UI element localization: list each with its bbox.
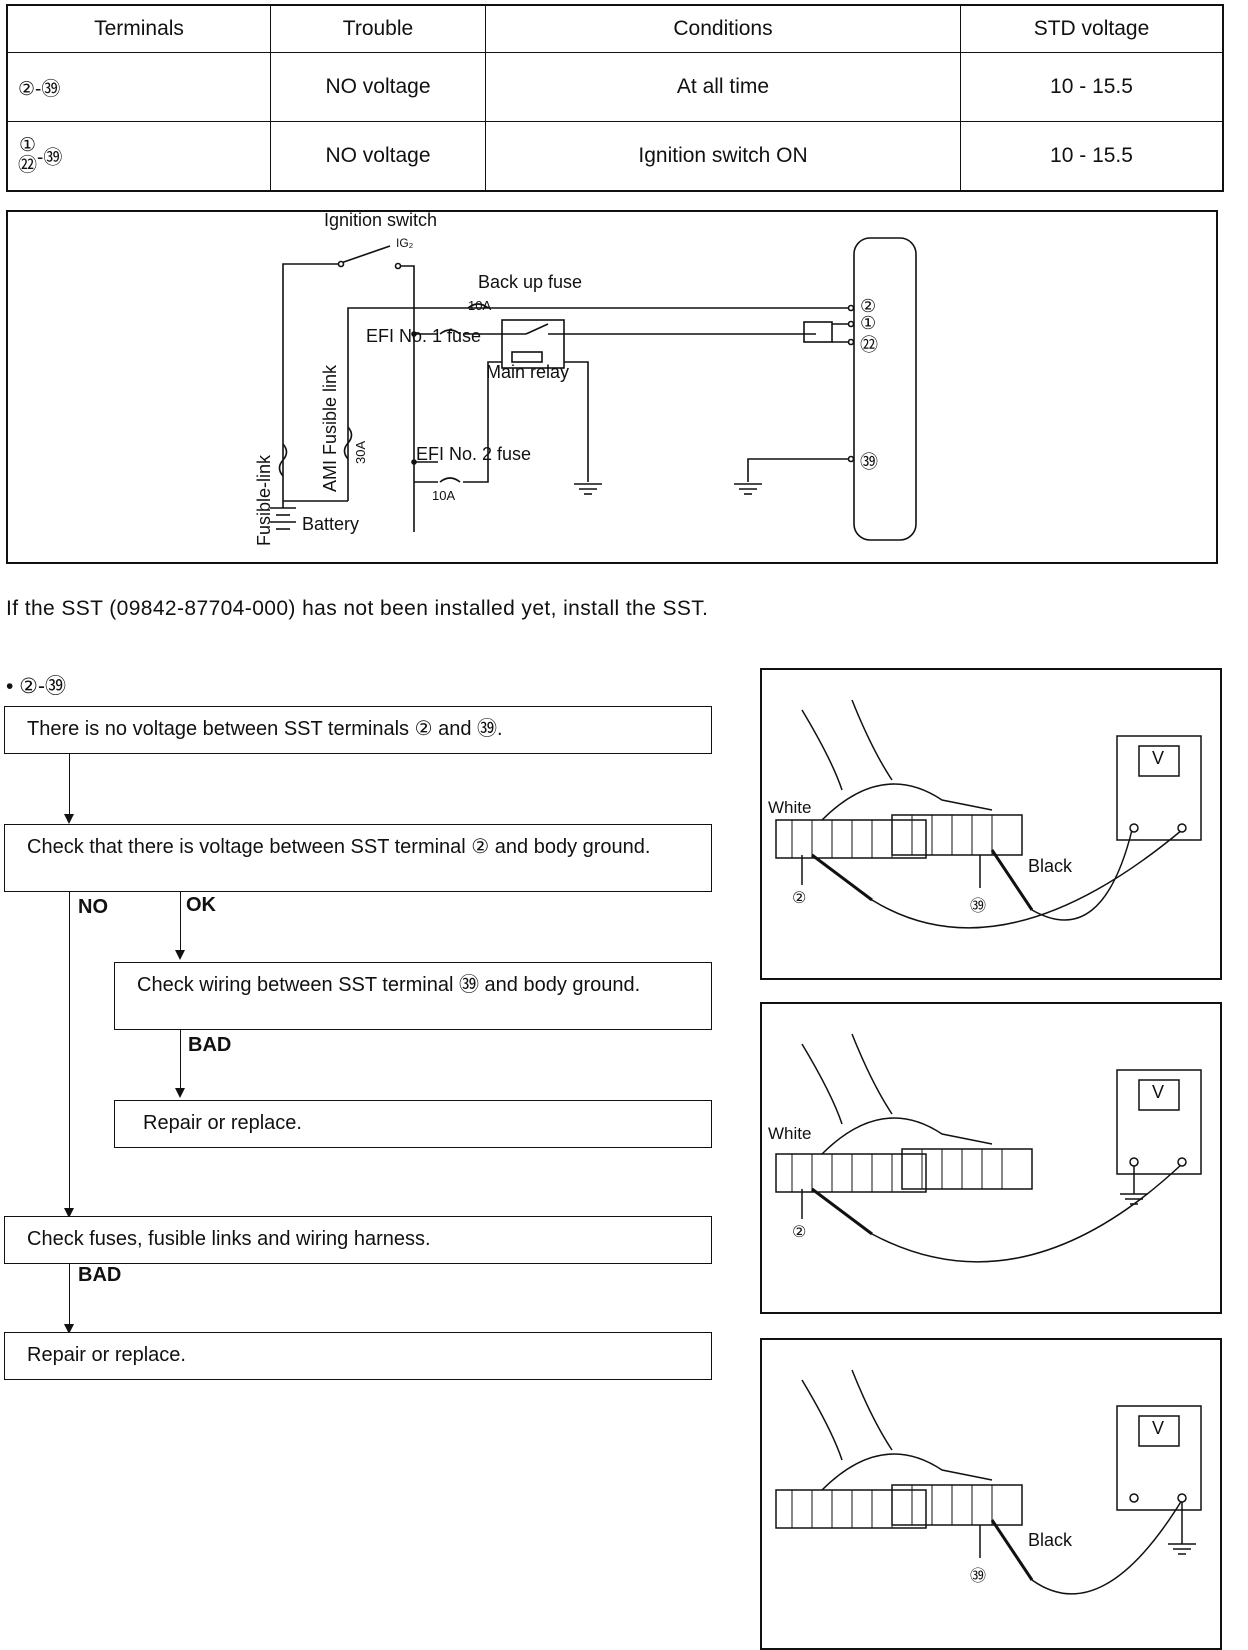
label-efi1-fuse: EFI No. 1 fuse [366, 326, 482, 346]
table-row: ②-㊴ NO voltage At all time 10 - 15.5 [6, 52, 1224, 122]
label-efi2-fuse: EFI No. 2 fuse [416, 444, 532, 464]
illustration-measure-39-ground: Black V ㊴ [760, 1338, 1222, 1650]
label-battery: Battery [302, 514, 360, 534]
cell-trouble: NO voltage [270, 121, 486, 192]
pin-1: ① [860, 313, 877, 333]
header-conditions: Conditions [485, 4, 961, 53]
flow-step-5: Check fuses, fusible links and wiring ha… [4, 1216, 712, 1264]
circuit-drawing [270, 237, 917, 541]
terminal-bottom: ㉒ [18, 155, 38, 176]
meter-symbol: V [1152, 748, 1165, 768]
table-row: ① ㉒ -㊴ NO voltage Ignition switch ON 10 … [6, 121, 1224, 192]
label-bad: BAD [188, 1034, 232, 1056]
cell-terminals: ②-㊴ [6, 52, 271, 122]
pin-label: ㊴ [970, 898, 987, 915]
illustration-measure-2-39: White Black V ② ㊴ [760, 668, 1222, 980]
label-bad: BAD [78, 1264, 122, 1286]
label-white: White [768, 798, 812, 817]
flow-connector [69, 754, 70, 816]
section-heading: • ②-㊴ [6, 675, 67, 698]
label-no: NO [78, 896, 108, 918]
label-black: Black [1028, 1530, 1073, 1550]
intro-text: If the SST (09842-87704-000) has not bee… [6, 597, 709, 620]
flow-connector [180, 892, 181, 952]
flow-connector [69, 892, 70, 1210]
pin-label: ② [792, 890, 807, 907]
arrow-icon [64, 1324, 74, 1334]
hand-probe-drawing [775, 699, 1202, 929]
flow-step-4: Repair or replace. [114, 1100, 712, 1148]
header-trouble: Trouble [270, 4, 486, 53]
arrow-icon [175, 950, 185, 960]
header-terminals: Terminals [6, 4, 271, 53]
terminal-top: ① [18, 135, 37, 156]
hand-probe-drawing [775, 1369, 1202, 1595]
pin-label: ㊴ [970, 1568, 987, 1585]
flow-step-3: Check wiring between SST terminal ㊴ and … [114, 962, 712, 1030]
flow-connector [180, 1030, 181, 1090]
arrow-icon [64, 814, 74, 824]
label-efi2-amp: 10A [432, 488, 456, 503]
arrow-icon [175, 1088, 185, 1098]
label-backup-fuse: Back up fuse [478, 272, 583, 292]
label-ami-fusible-link: AMI Fusible link [320, 364, 340, 492]
cell-conditions: At all time [485, 52, 961, 122]
pin-22: ㉒ [860, 335, 878, 355]
illustration-measure-2-ground: White V ② [760, 1002, 1222, 1314]
label-ok: OK [186, 894, 216, 916]
label-fusible-link: Fusible-link [254, 454, 274, 546]
header-std-voltage: STD voltage [960, 4, 1224, 53]
label-white: White [768, 1124, 812, 1143]
hand-probe-drawing [775, 1033, 1202, 1263]
label-ig2: IG₂ [396, 236, 414, 250]
meter-symbol: V [1152, 1418, 1165, 1438]
flow-connector [69, 1264, 70, 1326]
stacked-terminals: ① ㉒ [18, 136, 37, 176]
label-backup-amp: 10A [468, 298, 492, 313]
table-header-row: Terminals Trouble Conditions STD voltage [6, 4, 1224, 53]
cell-std-voltage: 10 - 15.5 [960, 52, 1224, 122]
terminal-tail: -㊴ [37, 147, 63, 169]
pin-39: ㊴ [860, 452, 878, 472]
circuit-diagram: Ignition switch IG₂ Back up fuse 10A EFI… [6, 210, 1218, 564]
label-black: Black [1028, 856, 1073, 876]
flow-step-6: Repair or replace. [4, 1332, 712, 1380]
cell-std-voltage: 10 - 15.5 [960, 121, 1224, 192]
cell-conditions: Ignition switch ON [485, 121, 961, 192]
meter-symbol: V [1152, 1082, 1165, 1102]
cell-trouble: NO voltage [270, 52, 486, 122]
label-main-relay: Main relay [486, 362, 570, 382]
flow-step-1: There is no voltage between SST terminal… [4, 706, 712, 754]
label-ami-amp: 30A [353, 440, 368, 464]
spec-table: Terminals Trouble Conditions STD voltage… [6, 4, 1224, 192]
flow-step-2: Check that there is voltage between SST … [4, 824, 712, 892]
arrow-icon [64, 1208, 74, 1218]
pin-label: ② [792, 1224, 807, 1241]
pin-2: ② [860, 296, 877, 316]
label-ignition-switch: Ignition switch [324, 210, 438, 230]
cell-terminals: ① ㉒ -㊴ [6, 121, 271, 192]
